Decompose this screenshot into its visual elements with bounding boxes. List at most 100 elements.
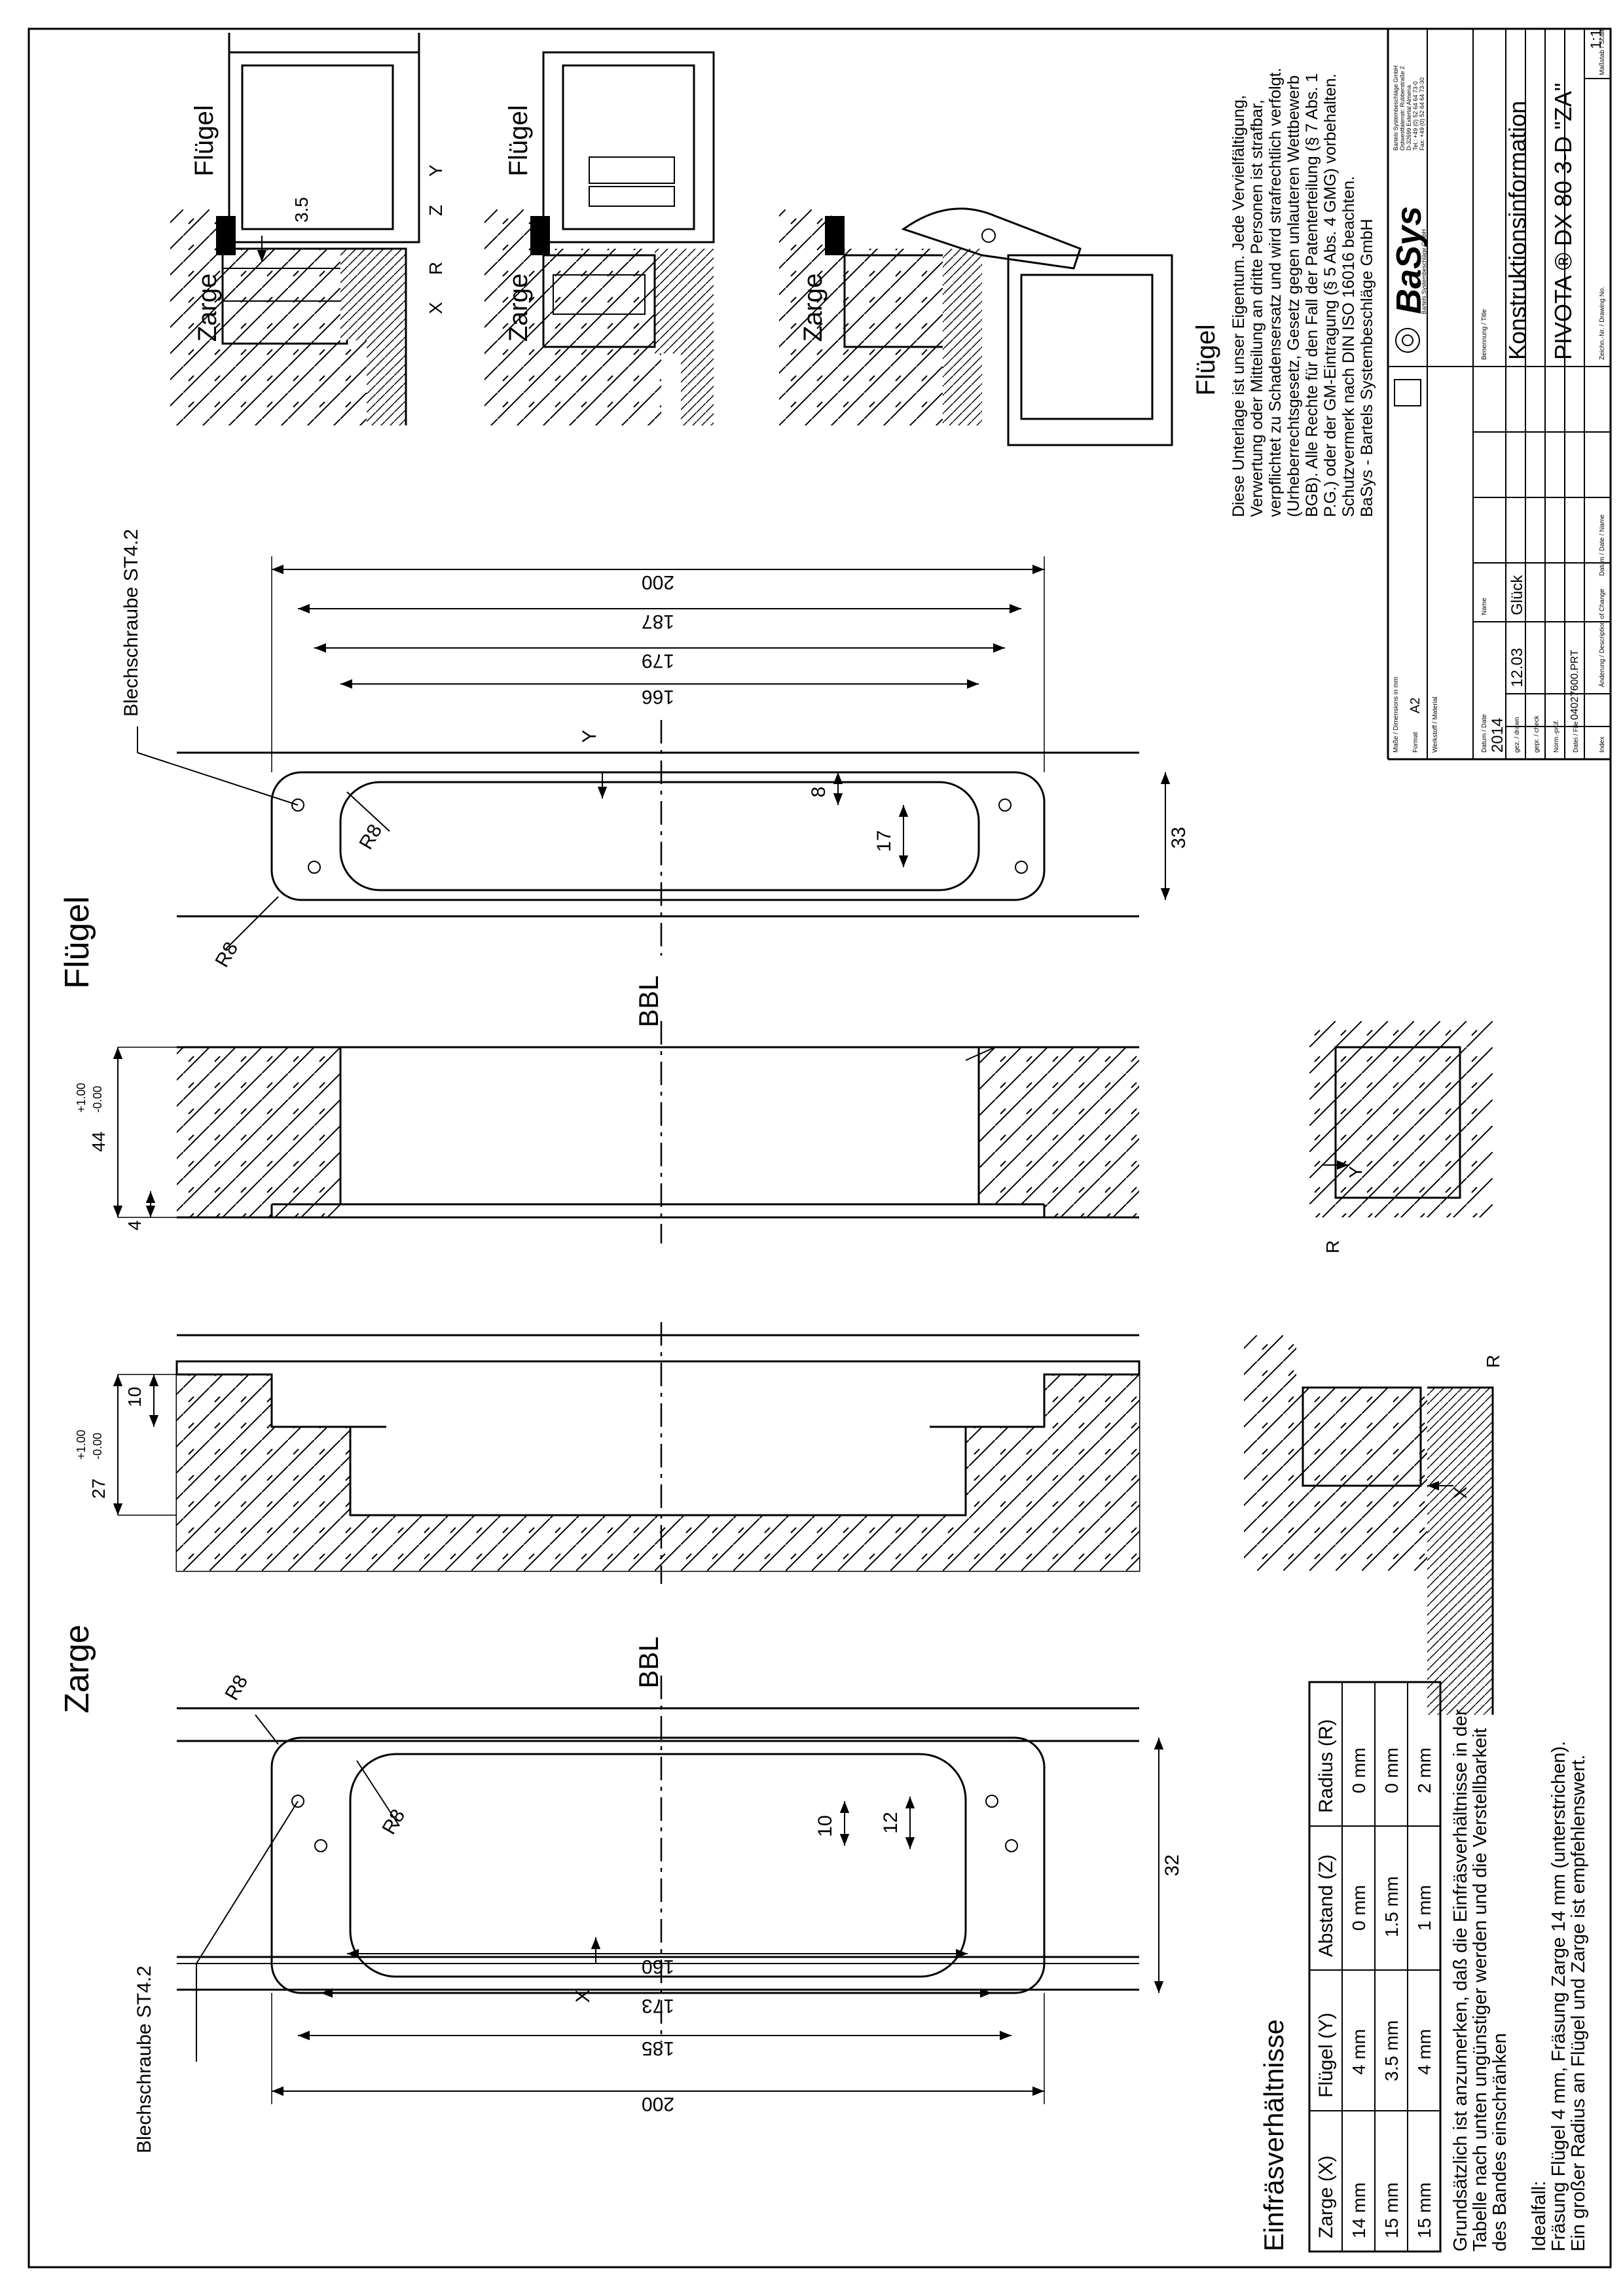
tol-minus: -0.00 [91,1086,104,1113]
radius-label-r8: R8 [211,939,242,971]
tb-label: Datum / Date [1481,714,1488,753]
tb-label: Änderung / Description of Change [1598,588,1606,687]
screw-label: Blechschraube ST4.2 [120,529,142,717]
radius-label-r8: R8 [378,1806,409,1839]
table-header: Zarge (X) [1315,2155,1337,2238]
note-line: Idealfall: [1529,2181,1550,2251]
table-header: Abstand (Z) [1315,1854,1337,1957]
zarge-section-view: 27 +1.00 -0.00 10 [75,1322,1140,1584]
tb-label: gez. / drawn [1514,717,1521,753]
r-label: R [1483,1355,1503,1368]
projection-symbol [1394,379,1421,406]
dim-200: 200 [642,571,674,593]
detail-zarge-label: Zarge [504,274,533,342]
tb-label: Name [1481,598,1488,615]
z-label: Z [426,205,446,216]
tb-label: Norm.-prüf. [1553,719,1560,753]
table-cell: 0 mm [1349,1748,1369,1793]
dim-32: 32 [1161,1854,1183,1876]
table-cell: 15 mm [1414,2182,1434,2238]
screw-hole [985,1795,998,1808]
fluegel-depth-dim: 44 [88,1132,109,1152]
y-label: Y [579,730,600,743]
zarge-plate-outline [270,1736,1046,1994]
dim-200: 200 [642,2093,674,2115]
copyright-line: BaSys - Bartels Systembeschläge GmbH [1358,219,1376,517]
radius-label-r8: R8 [355,821,386,853]
table-cell: 0 mm [1381,1748,1402,1793]
x-label: X [572,1990,594,2003]
zarge-plan-view: 200 185 173 160 32 12 10 R8 R8 Blechschr… [58,1624,1183,2153]
detail-zarge-label: Zarge [799,274,828,342]
copyright-line: Schutzvermerk nach DIN ISO 16016 beachte… [1340,176,1358,517]
dim-166: 166 [642,686,674,708]
table-cell: 4 mm [1349,2029,1369,2075]
screw-hole [1015,861,1028,874]
small-section-fluegel: Y R [1309,1021,1493,1253]
detail-fluegel-label: Flügel [190,105,219,177]
address-line: Fax: +49 (0) 52 64 64 73-30 [1419,77,1425,151]
dim-160: 160 [642,1956,674,1977]
dim-185: 185 [642,2037,674,2059]
fluegel-plate-outline [270,771,1046,901]
table-cell: 3.5 mm [1381,2020,1402,2081]
tb-label: Maßstab / Scale [1599,27,1606,75]
screw-hole [1005,1839,1018,1852]
address-line: Bartels Systembeschläge GmbH [1393,65,1399,151]
table-cell: 1.5 mm [1381,1876,1402,1937]
milling-table: Einfräsverhältnisse Zarge (X) Flügel (Y)… [1258,1681,1442,2253]
title-block: BaSys Bartels Systembeschläge GmbH Barte… [1387,27,1611,761]
x-label: X [426,302,446,314]
screw-hole [308,861,321,874]
dim-187: 187 [642,611,674,632]
radius-label-r8: R8 [221,1672,252,1704]
dim-10: 10 [124,1387,145,1407]
table-cell: 1 mm [1414,1885,1434,1931]
y-label: Y [426,164,446,177]
note-line: Fräsung Flügel 4 mm, Fräsung Zarge 14 mm… [1548,1741,1569,2251]
detail-fluegel-label: Flügel [504,105,533,177]
dim-3-5: 3.5 [291,197,312,223]
screw-hole [998,798,1012,812]
detail-1: 3.5 Flügel Zarge Y Z R X [170,33,446,425]
table-header: Radius (R) [1315,1719,1337,1813]
tb-label: gepr. / check [1533,715,1541,753]
table-cell: 0 mm [1349,1885,1369,1931]
tol-plus: +1.00 [75,1429,88,1460]
tb-label: Benennung / Title [1481,309,1488,360]
detail-2: Flügel Zarge [484,51,715,425]
x-label: X [1450,1486,1470,1499]
dim-173: 173 [642,1995,674,2017]
zarge-title: Zarge [58,1624,96,1713]
table-cell: 15 mm [1381,2182,1402,2238]
tb-label: Datum / Date / Name [1599,514,1606,576]
zarge-pocket-outline [349,1753,967,1978]
r-label: R [1322,1240,1343,1253]
note-line: Grundsätzlich ist anzumerken, daß die Ei… [1450,1709,1471,2251]
detail-zarge-label: Zarge [193,274,222,342]
y-label: Y [1345,1166,1366,1178]
table-cell: 14 mm [1349,2182,1369,2238]
logo-subtitle: Bartels Systembeschläge GmbH [1421,229,1427,314]
table-cell: 4 mm [1414,2029,1434,2075]
address-line: D-32699 Extertal Almena [1406,85,1412,151]
address-line: Tel.: +49 (0) 52 64 64 73-0 [1412,81,1419,151]
r-label: R [426,262,446,275]
copyright-line: Diese Unterlage ist unser Eigentum. Jede… [1230,95,1248,517]
tb-scale: 1:1 [1588,29,1604,49]
tb-format: A2 [1408,698,1423,713]
tb-title: Konstruktionsinformation [1504,101,1531,360]
basys-logo: BaSys [1389,206,1429,314]
tb-label: Zeichn.-Nr. / Drawing No. [1599,287,1606,360]
tol-plus: +1.00 [75,1083,88,1113]
bbl-label: BBL [633,975,664,1027]
sheet-frame [27,27,1612,2269]
zarge-depth-dim: 27 [88,1479,109,1499]
dim-10: 10 [814,1815,836,1837]
fluegel-section-view: 44 +1.00 -0.00 4 [75,1021,1139,1244]
note-line: Tabelle nach unten ungünstiger werden un… [1470,1728,1491,2251]
dim-8: 8 [808,787,830,798]
copyright-line: P.G.) oder der GM-Eintragung (§ 5 Abs. 4… [1321,73,1340,517]
screw-hole [291,1795,304,1808]
